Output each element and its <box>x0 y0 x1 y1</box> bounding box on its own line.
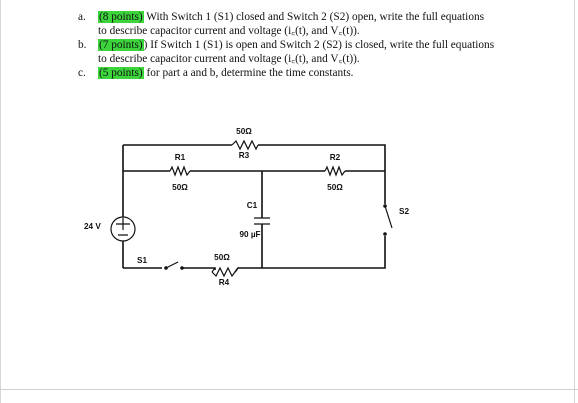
voltage-source-icon <box>110 216 136 242</box>
r2-value: 50Ω <box>327 183 343 192</box>
c1-name: C1 <box>247 201 258 210</box>
top-wire <box>122 144 386 171</box>
question-marker: a. <box>78 11 86 23</box>
c1-value: 90 µF <box>239 230 260 239</box>
question-line: (8 points) With Switch 1 (S1) closed and… <box>98 10 558 24</box>
r3-resistor <box>231 139 259 151</box>
r4-resistor <box>211 266 236 278</box>
question-text: With Switch 1 (S1) closed and Switch 2 (… <box>143 11 485 23</box>
question-line: (7 points)) If Switch 1 (S1) is open and… <box>98 38 558 52</box>
page-left-edge <box>0 0 1 403</box>
question-text: ) If Switch 1 (S1) is open and Switch 2 … <box>143 39 495 51</box>
question-b: b. (7 points)) If Switch 1 (S1) is open … <box>78 38 558 66</box>
points-badge: (8 points) <box>98 11 144 23</box>
s1-label: S1 <box>137 256 147 265</box>
s2-label: S2 <box>399 207 409 216</box>
question-c: c. (5 points) for part a and b, determin… <box>78 66 558 80</box>
capacitor-icon <box>254 217 270 225</box>
question-marker: c. <box>78 67 86 79</box>
question-text: for part a and b, determine the time con… <box>143 67 354 79</box>
r4-right-wire <box>234 267 262 273</box>
question-line: to describe capacitor current and voltag… <box>98 53 360 65</box>
s2-contact-icon <box>383 232 387 236</box>
r3-name: R3 <box>239 151 250 160</box>
source-label: 24 V <box>84 222 101 231</box>
question-a: a. (8 points) With Switch 1 (S1) closed … <box>78 10 558 38</box>
question-list: a. (8 points) With Switch 1 (S1) closed … <box>78 10 558 80</box>
question-line: to describe capacitor current and voltag… <box>98 25 360 37</box>
points-badge: (7 points) <box>98 39 144 51</box>
circuit-wires <box>110 139 393 278</box>
r1-resistor <box>169 165 191 177</box>
r3-value: 50Ω <box>236 127 252 136</box>
page-right-edge <box>574 0 575 403</box>
r2-name: R2 <box>330 153 341 162</box>
source-polarity-icon <box>116 218 130 236</box>
s1-switch-blade <box>165 261 179 269</box>
question-marker: b. <box>78 39 87 51</box>
page-bottom-edge <box>0 389 578 390</box>
r4-value: 50Ω <box>214 253 230 262</box>
bottom-right-wire <box>262 236 386 269</box>
s2-switch-blade <box>384 205 393 229</box>
question-line: (5 points) for part a and b, determine t… <box>98 66 558 80</box>
points-badge: (5 points) <box>98 67 144 79</box>
r4-name: R4 <box>219 278 230 287</box>
r1-value: 50Ω <box>172 183 188 192</box>
r1-name: R1 <box>175 153 186 162</box>
s1-to-r4-wire <box>182 267 216 270</box>
r2-resistor <box>324 165 346 177</box>
